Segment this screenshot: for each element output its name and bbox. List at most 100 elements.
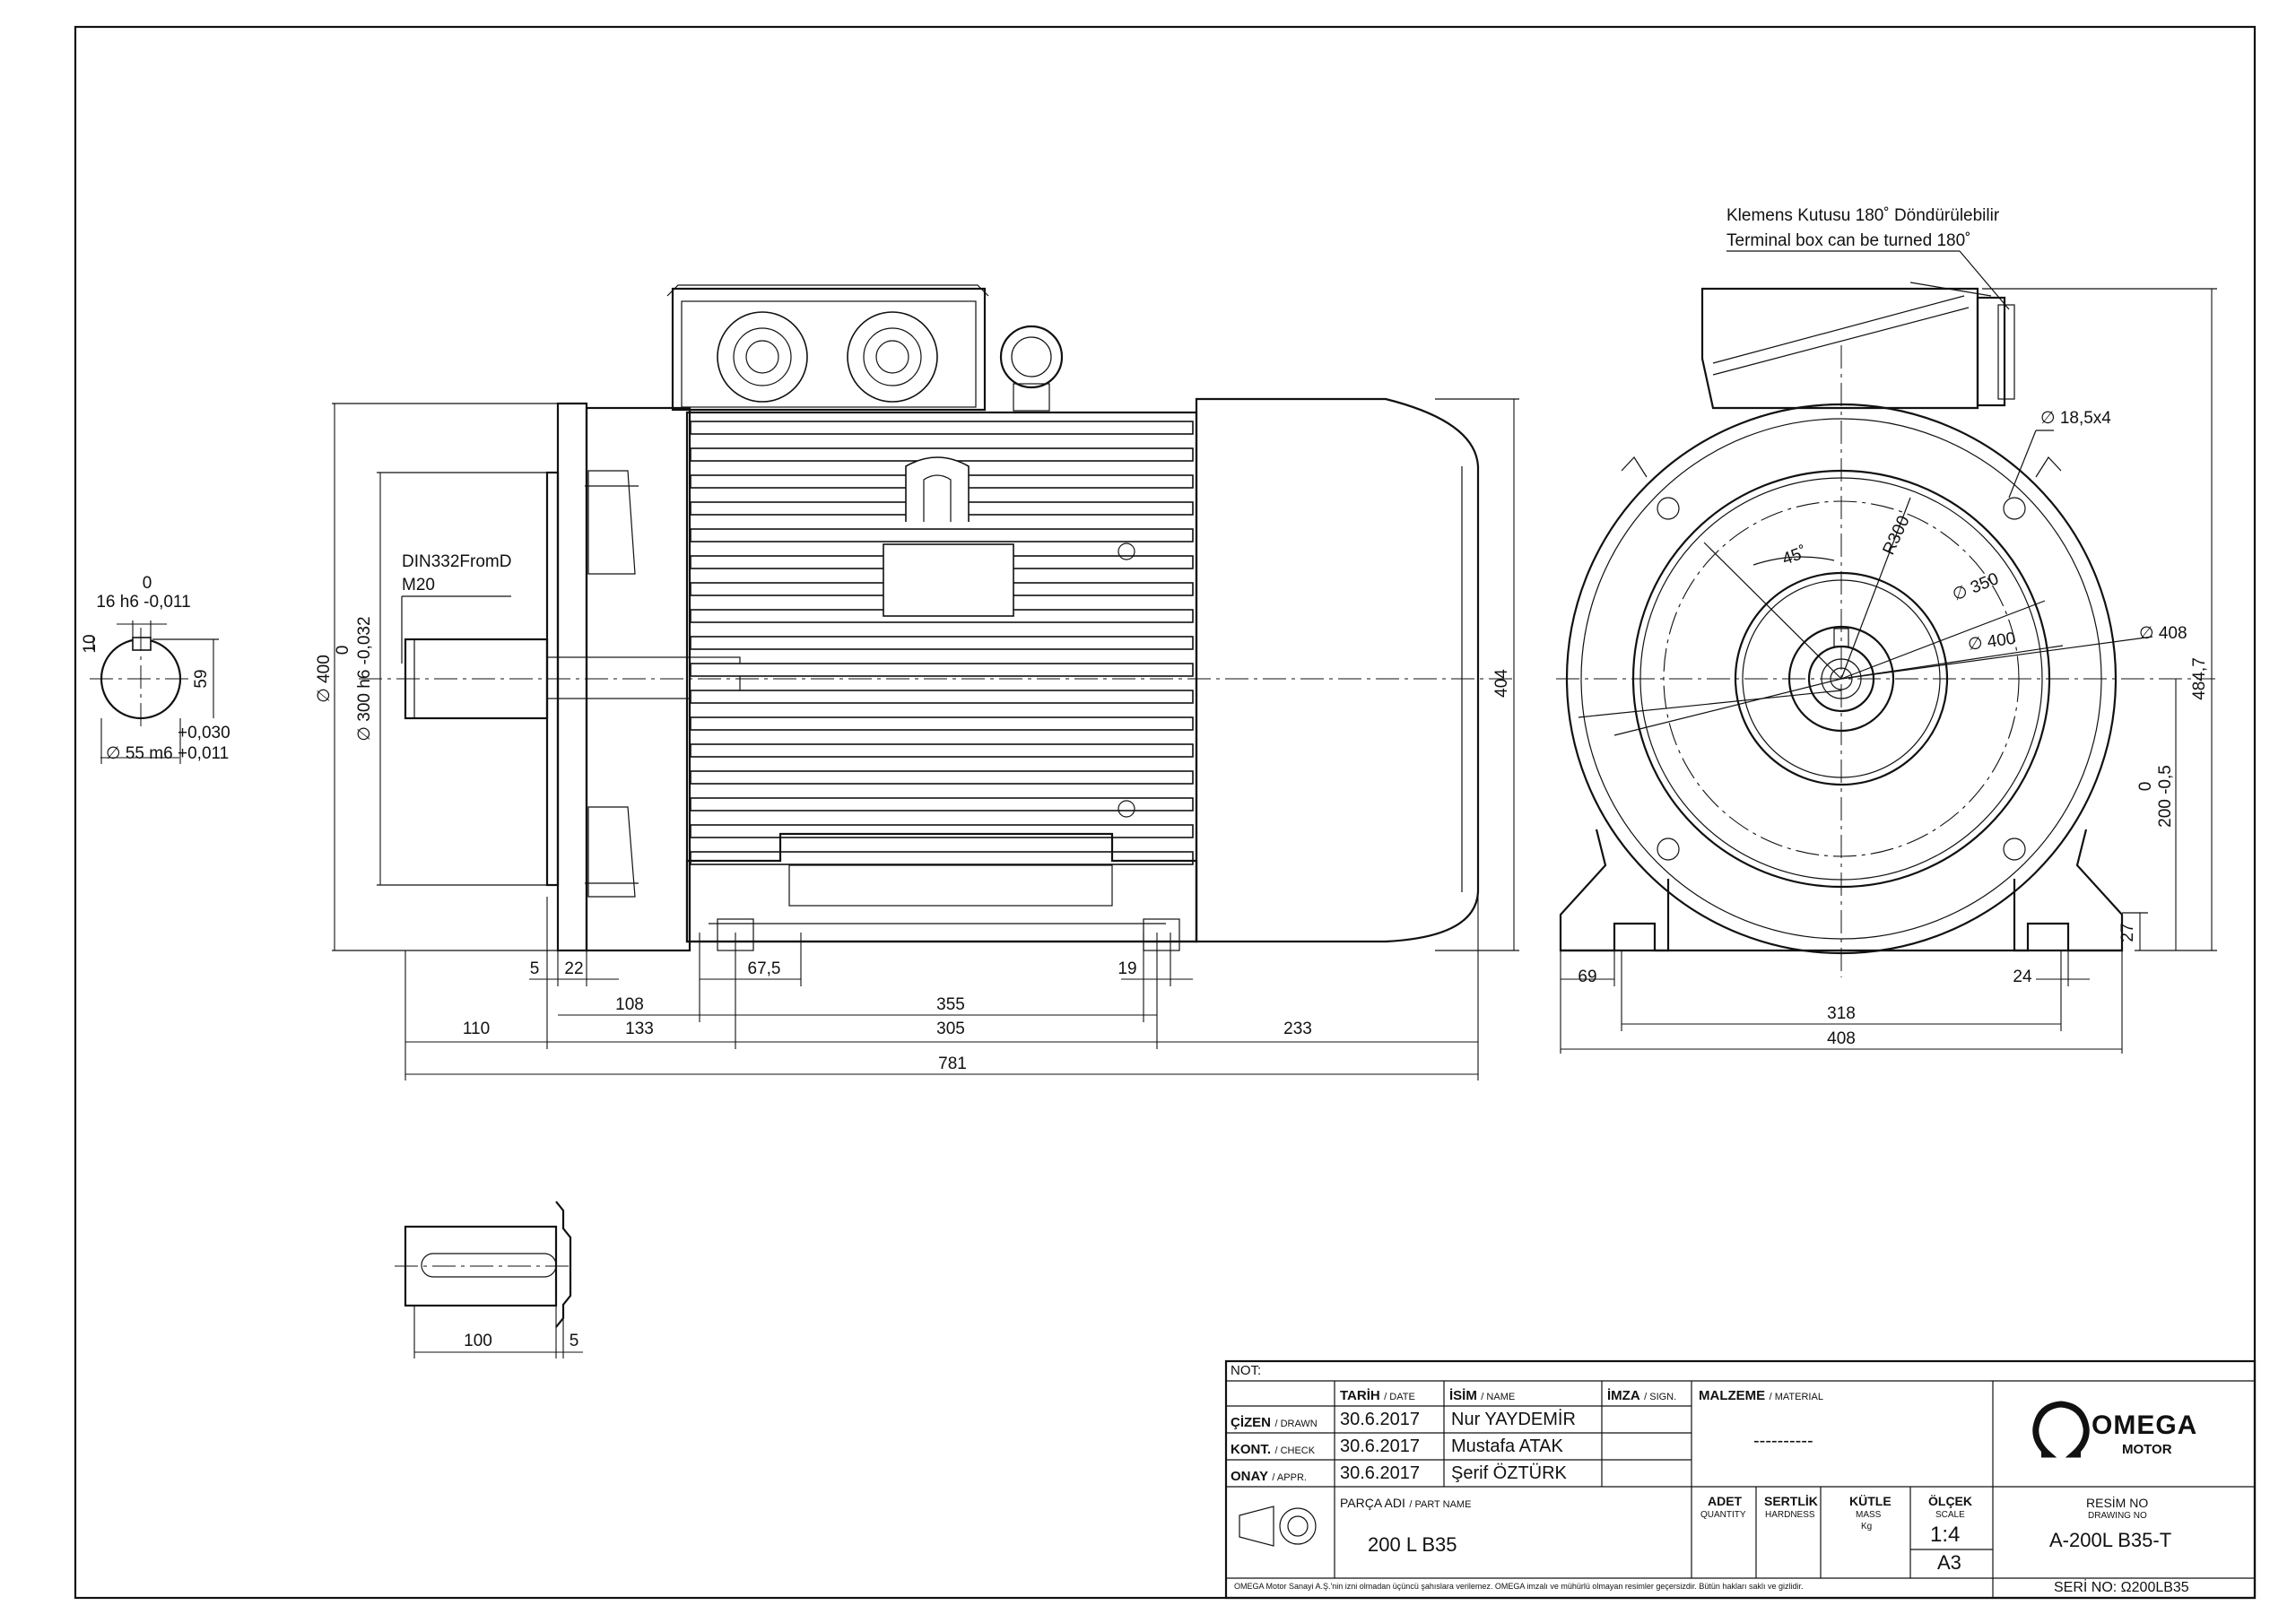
thread-label-2: M20: [402, 576, 435, 595]
drawing-frame: [74, 25, 2257, 1600]
r300-label: R300: [1879, 513, 1913, 558]
d24-label: 24: [2013, 968, 2032, 986]
shaft-length-label: 100: [464, 1332, 492, 1350]
h200-top-label: 0: [2136, 782, 2155, 792]
approve-role-en: / APPR.: [1272, 1472, 1307, 1483]
mass-header-en: MASS: [1856, 1510, 1882, 1520]
drawn-role-en: / DRAWN: [1274, 1419, 1318, 1429]
dim-133: 133: [625, 1020, 654, 1038]
d69-label: 69: [1578, 968, 1596, 986]
dim-22: 22: [564, 959, 583, 978]
omega-logo: [2029, 1395, 2226, 1470]
spigot-top-label: 0: [334, 646, 352, 655]
terminal-note-tr: Klemens Kutusu 180˚ Döndürülebilir: [1726, 206, 2000, 225]
spigot-diameter-label: ∅ 300 h6 -0,032: [355, 616, 374, 741]
terminal-note-en: Terminal box can be turned 180˚: [1726, 231, 1971, 250]
material-header: MALZEME / MATERIAL: [1699, 1388, 1823, 1404]
shoulder-label: 5: [570, 1332, 579, 1350]
key-height-label: 10: [81, 634, 100, 653]
material-value: ----------: [1753, 1431, 1813, 1451]
dim-108: 108: [615, 995, 644, 1014]
approve-role-tr: ONAY: [1231, 1469, 1268, 1484]
approve-date: 30.6.2017: [1340, 1463, 1420, 1483]
h200-label: 200 -0,5: [2156, 765, 2175, 828]
material-header-en: / MATERIAL: [1769, 1392, 1823, 1402]
shaft-detail-view: 100 5: [395, 1201, 583, 1358]
cooling-fins: [690, 421, 1194, 865]
d27-label: 27: [2118, 923, 2137, 942]
logo-main-text: OMEGA: [2092, 1410, 2198, 1440]
approve-role: ONAY / APPR.: [1231, 1469, 1307, 1485]
tolerance-lower-label: +0,011: [178, 744, 229, 763]
sheet-size: A3: [1937, 1551, 1961, 1574]
angle-label: 45˚: [1780, 543, 1810, 569]
name-header-en: / NAME: [1481, 1392, 1516, 1402]
tolerance-upper-label: +0,030: [178, 724, 230, 742]
check-role-tr: KONT.: [1231, 1442, 1271, 1457]
quantity-header: ADET: [1708, 1494, 1743, 1508]
mass-header: KÜTLE: [1849, 1494, 1892, 1508]
dim-355: 355: [936, 995, 965, 1014]
drawing-no-header: RESİM NO: [2086, 1496, 2149, 1510]
check-name: Mustafa ATAK: [1451, 1436, 1563, 1456]
key-width-fit-label: 16 h6 -0,011: [96, 593, 190, 612]
key-section-view: 0 16 h6 -0,011 10 59 +0,030 ∅ 55 m6 +0,0…: [81, 574, 230, 764]
sign-header-tr: İMZA: [1607, 1388, 1640, 1403]
dim-781: 781: [938, 1055, 967, 1073]
date-header-tr: TARİH: [1340, 1388, 1380, 1403]
d318-label: 318: [1827, 1004, 1856, 1023]
check-role: KONT. / CHECK: [1231, 1442, 1315, 1458]
logo-sub-text: MOTOR: [2122, 1442, 2172, 1457]
date-header-en: / DATE: [1384, 1392, 1415, 1402]
copyright-footer: OMEGA Motor Sanayi A.Ş.'nin izni olmadan…: [1234, 1582, 1804, 1591]
part-name-header-tr: PARÇA ADI: [1340, 1496, 1405, 1510]
d408-label: ∅ 408: [2139, 624, 2187, 643]
nameplate: [883, 543, 1014, 617]
check-date: 30.6.2017: [1340, 1436, 1420, 1456]
d400-label: ∅ 400: [1967, 629, 2017, 655]
thread-label-1: DIN332FromD: [402, 552, 511, 571]
part-name-value: 200 L B35: [1368, 1533, 1457, 1556]
d408w-label: 408: [1827, 1029, 1856, 1048]
height-404-label: 404: [1492, 669, 1511, 698]
hardness-header: SERTLİK: [1764, 1494, 1818, 1508]
serial-no: SERİ NO: Ω200LB35: [2054, 1580, 2189, 1595]
title-block-lines: [1224, 1359, 2257, 1600]
check-role-en: / CHECK: [1274, 1445, 1316, 1456]
part-name-header-en: / PART NAME: [1409, 1499, 1472, 1510]
drawn-name: Nur YAYDEMİR: [1451, 1410, 1576, 1429]
shaft-diameter-label: ∅ 55 m6: [106, 744, 173, 763]
shaft-height-label: 59: [192, 669, 211, 688]
eye-bolt: [999, 325, 1064, 412]
dim-67-5: 67,5: [748, 959, 781, 978]
name-header-tr: İSİM: [1449, 1388, 1477, 1403]
flange-diameter-label: ∅ 400: [315, 655, 334, 703]
sign-header: İMZA / SIGN.: [1607, 1388, 1676, 1404]
drawn-role: ÇİZEN / DRAWN: [1231, 1415, 1318, 1431]
hole-label: ∅ 18,5x4: [2040, 409, 2111, 428]
dim-19: 19: [1118, 959, 1136, 978]
note-label: NOT:: [1231, 1363, 1262, 1378]
key-width-top-label: 0: [143, 574, 152, 593]
hardness-header-en: HARDNESS: [1765, 1510, 1815, 1520]
dim-5: 5: [530, 959, 540, 978]
omega-symbol-icon: [2032, 1401, 2090, 1458]
part-name-header: PARÇA ADI / PART NAME: [1340, 1496, 1471, 1512]
drawing-no-header-en: DRAWING NO: [2088, 1511, 2147, 1521]
motor-front-view: Klemens Kutusu 180˚ Döndürülebilir Termi…: [1556, 206, 2217, 1054]
dim-233: 233: [1283, 1020, 1312, 1038]
quantity-header-en: QUANTITY: [1700, 1510, 1746, 1520]
scale-header-en: SCALE: [1935, 1510, 1965, 1520]
drawing-no-value: A-200L B35-T: [2049, 1529, 2172, 1551]
material-header-tr: MALZEME: [1699, 1388, 1766, 1403]
drawn-role-tr: ÇİZEN: [1231, 1415, 1271, 1430]
drawn-date: 30.6.2017: [1340, 1410, 1420, 1429]
scale-header: ÖLÇEK: [1928, 1494, 1972, 1508]
mass-unit: Kg: [1861, 1522, 1873, 1532]
sign-header-en: / SIGN.: [1644, 1392, 1677, 1402]
front-terminal-box: [1700, 282, 2015, 410]
dim-110: 110: [463, 1020, 490, 1038]
h484-label: 484,7: [2190, 657, 2209, 700]
d350-label: ∅ 350: [1950, 569, 2002, 605]
